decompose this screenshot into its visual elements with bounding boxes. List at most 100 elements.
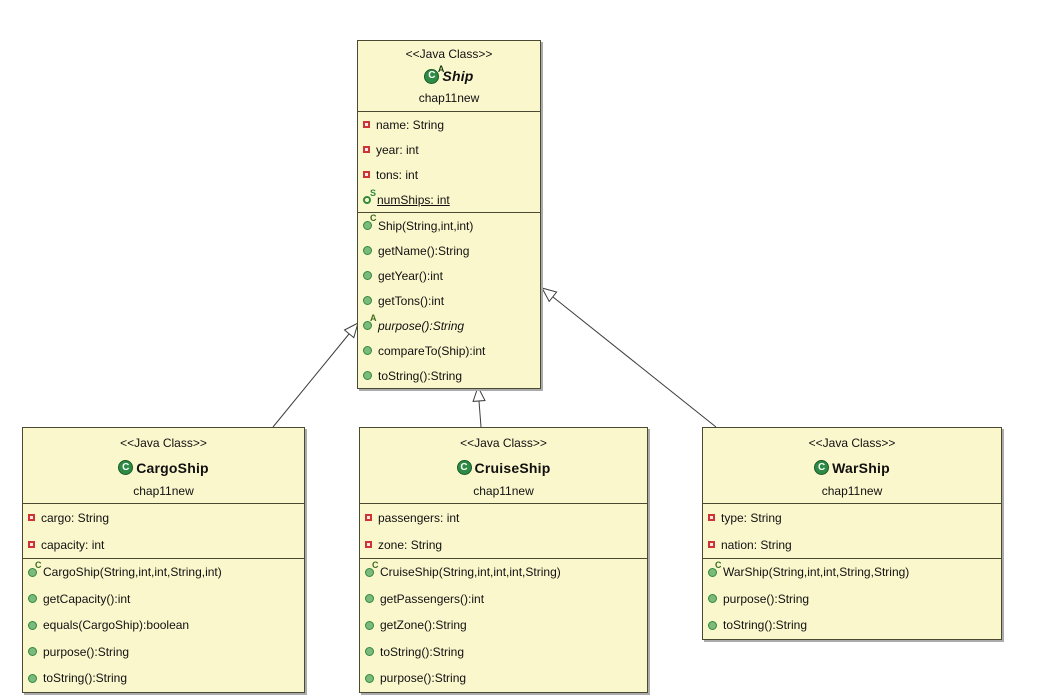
public-method-icon bbox=[363, 371, 372, 380]
class-box-warship[interactable]: <<Java Class>> C WarShip chap11new type:… bbox=[702, 427, 1002, 640]
constructor-icon bbox=[363, 221, 372, 230]
method-text: Ship(String,int,int) bbox=[378, 218, 474, 233]
attribute-text: numShips: int bbox=[377, 192, 450, 207]
methods-section: C CruiseShip(String,int,int,int,String) … bbox=[360, 559, 647, 692]
public-method-icon bbox=[28, 620, 37, 630]
generalization-arrow-cargoship-to-ship[interactable] bbox=[272, 322, 359, 428]
method-row[interactable]: getTons():int bbox=[358, 288, 540, 313]
method-row[interactable]: purpose():String bbox=[360, 665, 647, 692]
method-row[interactable]: getPassengers():int bbox=[360, 586, 647, 613]
method-text: equals(CargoShip):boolean bbox=[43, 618, 190, 633]
class-box-cargoship[interactable]: <<Java Class>> C CargoShip chap11new car… bbox=[22, 427, 305, 693]
method-row[interactable]: toString():String bbox=[358, 363, 540, 388]
attribute-row[interactable]: nation: String bbox=[703, 531, 1001, 558]
class-header-cruiseship: <<Java Class>> C CruiseShip chap11new bbox=[360, 428, 647, 504]
method-text: CargoShip(String,int,int,String,int) bbox=[43, 565, 222, 580]
class-name: Ship bbox=[442, 68, 474, 84]
attribute-row[interactable]: tons: int bbox=[358, 162, 540, 187]
method-text: CruiseShip(String,int,int,int,String) bbox=[380, 565, 561, 580]
method-text: getName():String bbox=[378, 243, 470, 258]
method-row[interactable]: C Ship(String,int,int) bbox=[358, 213, 540, 238]
method-row[interactable]: getCapacity():int bbox=[23, 586, 304, 613]
attribute-row[interactable]: type: String bbox=[703, 504, 1001, 531]
method-text: toString():String bbox=[378, 368, 463, 383]
methods-section: C Ship(String,int,int) getName():String … bbox=[358, 213, 540, 388]
method-text: purpose():String bbox=[380, 671, 467, 686]
package-label: chap11new bbox=[418, 91, 480, 105]
generalization-arrow-cruiseship-to-ship[interactable] bbox=[472, 385, 486, 428]
public-method-icon bbox=[708, 594, 717, 604]
abstract-marker-icon: A bbox=[370, 313, 377, 323]
method-row[interactable]: toString():String bbox=[360, 639, 647, 666]
static-marker-icon: S bbox=[370, 187, 377, 198]
generalization-arrow-warship-to-ship[interactable] bbox=[541, 287, 717, 428]
attributes-section: cargo: String capacity: int bbox=[23, 504, 304, 559]
attribute-row[interactable]: name: String bbox=[358, 112, 540, 137]
method-text: WarShip(String,int,int,String,String) bbox=[723, 565, 910, 580]
private-field-icon bbox=[28, 514, 35, 521]
method-row[interactable]: getZone():String bbox=[360, 612, 647, 639]
private-field-icon bbox=[365, 514, 372, 521]
public-method-icon bbox=[365, 620, 374, 630]
class-box-ship[interactable]: <<Java Class>> C A Ship chap11new name: … bbox=[357, 40, 541, 389]
private-field-icon bbox=[363, 171, 370, 178]
private-field-icon bbox=[708, 514, 715, 521]
public-method-icon bbox=[28, 647, 37, 657]
class-name: CargoShip bbox=[136, 459, 209, 476]
public-method-icon bbox=[365, 647, 374, 657]
constructor-icon bbox=[708, 567, 717, 577]
class-header-ship: <<Java Class>> C A Ship chap11new bbox=[358, 41, 540, 112]
private-field-icon bbox=[363, 146, 370, 153]
method-row[interactable]: compareTo(Ship):int bbox=[358, 338, 540, 363]
method-row[interactable]: getYear():int bbox=[358, 263, 540, 288]
method-text: getTons():int bbox=[378, 293, 445, 308]
class-icon: C bbox=[814, 460, 830, 475]
stereotype-label: <<Java Class>> bbox=[120, 436, 207, 450]
public-method-icon bbox=[363, 346, 372, 355]
method-text: getYear():int bbox=[378, 268, 443, 283]
attribute-row[interactable]: year: int bbox=[358, 137, 540, 162]
method-row[interactable]: equals(CargoShip):boolean bbox=[23, 612, 304, 639]
attribute-text: cargo: String bbox=[41, 510, 110, 525]
stereotype-label: <<Java Class>> bbox=[405, 47, 493, 61]
method-row[interactable]: getName():String bbox=[358, 238, 540, 263]
method-row[interactable]: toString():String bbox=[703, 612, 1001, 639]
attribute-text: tons: int bbox=[376, 167, 419, 182]
constructor-icon bbox=[28, 567, 37, 577]
method-row[interactable]: purpose():String bbox=[23, 639, 304, 666]
attributes-section: type: String nation: String bbox=[703, 504, 1001, 559]
method-row[interactable]: C WarShip(String,int,int,String,String) bbox=[703, 559, 1001, 586]
method-row[interactable]: A purpose():String bbox=[358, 313, 540, 338]
method-text: toString():String bbox=[723, 618, 808, 633]
attribute-text: zone: String bbox=[378, 537, 443, 552]
attribute-text: nation: String bbox=[721, 537, 792, 552]
public-method-icon bbox=[28, 594, 37, 604]
abstract-method-icon bbox=[363, 321, 372, 330]
constructor-marker-icon: C bbox=[370, 213, 377, 223]
method-row[interactable]: toString():String bbox=[23, 665, 304, 692]
attribute-row[interactable]: capacity: int bbox=[23, 531, 304, 558]
class-name: CruiseShip bbox=[474, 459, 551, 476]
method-row[interactable]: C CargoShip(String,int,int,String,int) bbox=[23, 559, 304, 586]
method-row[interactable]: C CruiseShip(String,int,int,int,String) bbox=[360, 559, 647, 586]
attribute-row[interactable]: cargo: String bbox=[23, 504, 304, 531]
attribute-row[interactable]: S numShips: int bbox=[358, 187, 540, 212]
attributes-section: passengers: int zone: String bbox=[360, 504, 647, 559]
attribute-text: type: String bbox=[721, 510, 782, 525]
package-label: chap11new bbox=[133, 484, 194, 498]
private-field-icon bbox=[365, 541, 372, 548]
class-icon: C bbox=[118, 460, 134, 475]
static-field-icon bbox=[363, 195, 371, 204]
attribute-row[interactable]: passengers: int bbox=[360, 504, 647, 531]
method-text: purpose():String bbox=[723, 591, 810, 606]
public-method-icon bbox=[365, 673, 374, 683]
class-box-cruiseship[interactable]: <<Java Class>> C CruiseShip chap11new pa… bbox=[359, 427, 648, 693]
method-text: compareTo(Ship):int bbox=[378, 343, 486, 358]
public-method-icon bbox=[363, 246, 372, 255]
attribute-row[interactable]: zone: String bbox=[360, 531, 647, 558]
class-icon: C bbox=[456, 460, 472, 475]
constructor-icon bbox=[365, 567, 374, 577]
method-row[interactable]: purpose():String bbox=[703, 586, 1001, 613]
class-header-cargoship: <<Java Class>> C CargoShip chap11new bbox=[23, 428, 304, 504]
